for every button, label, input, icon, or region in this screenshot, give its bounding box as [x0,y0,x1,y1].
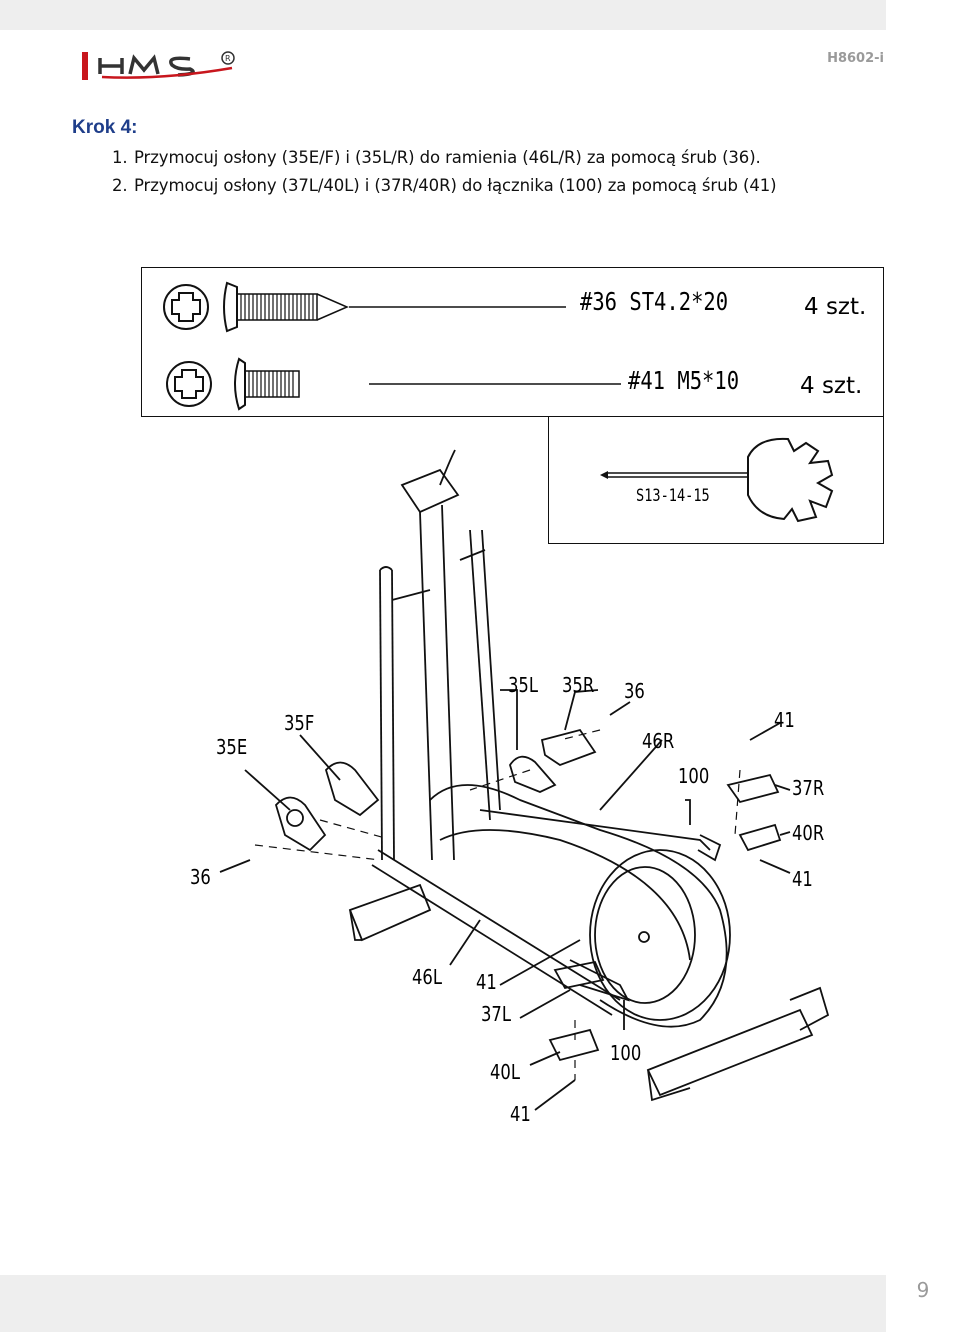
instruction-1: 1. Przymocuj osłony (35E/F) i (35L/R) do … [112,148,761,167]
callout-40R: 40R [792,821,825,845]
callout-37R: 37R [792,776,825,800]
document-code: H8602-i [827,51,884,66]
callout-41: 41 [774,708,795,732]
tool-label: S13-14-15 [636,486,710,506]
callout-40L: 40L [490,1060,521,1084]
screw-41-icon [166,357,621,411]
instruction-text: Przymocuj osłony (37L/40L) i (37R/40R) d… [134,176,777,195]
callout-41: 41 [476,970,497,994]
hardware-drawings [163,281,621,411]
callout-35R: 35R [562,673,595,697]
callout-100: 100 [678,764,710,788]
instruction-2: 2. Przymocuj osłony (37L/40L) i (37R/40R)… [112,176,777,195]
hms-logo: R [82,51,235,80]
callout-46L: 46L [412,965,443,989]
callout-46R: 46R [642,729,675,753]
hardware-quantity: 4 szt. [804,294,867,320]
callout-35L: 35L [508,673,539,697]
callout-36: 36 [190,865,211,889]
hardware-code: #41 M5*10 [628,366,740,395]
step-title: Krok 4: [72,117,138,138]
wrench-icon [600,437,834,523]
top-bar [0,0,886,30]
instruction-number: 2. [112,176,128,195]
callout-35F: 35F [284,711,315,735]
assembly-drawing [219,449,830,1111]
instruction-text: Przymocuj osłony (35E/F) i (35L/R) do ra… [134,148,761,167]
hardware-quantity: 4 szt. [800,373,863,399]
instruction-number: 1. [112,148,128,167]
callout-41: 41 [792,867,813,891]
page-number: 9 [916,1278,930,1302]
svg-text:R: R [225,54,231,63]
tool-box [548,417,884,544]
callout-100: 100 [610,1041,642,1065]
bottom-bar [0,1275,886,1332]
callout-36: 36 [624,679,645,703]
callout-35E: 35E [216,735,248,759]
callout-37L: 37L [481,1002,512,1026]
screw-36-icon [163,281,566,333]
hardware-code: #36 ST4.2*20 [580,287,729,316]
callout-41: 41 [510,1102,531,1126]
hardware-box [141,267,884,417]
